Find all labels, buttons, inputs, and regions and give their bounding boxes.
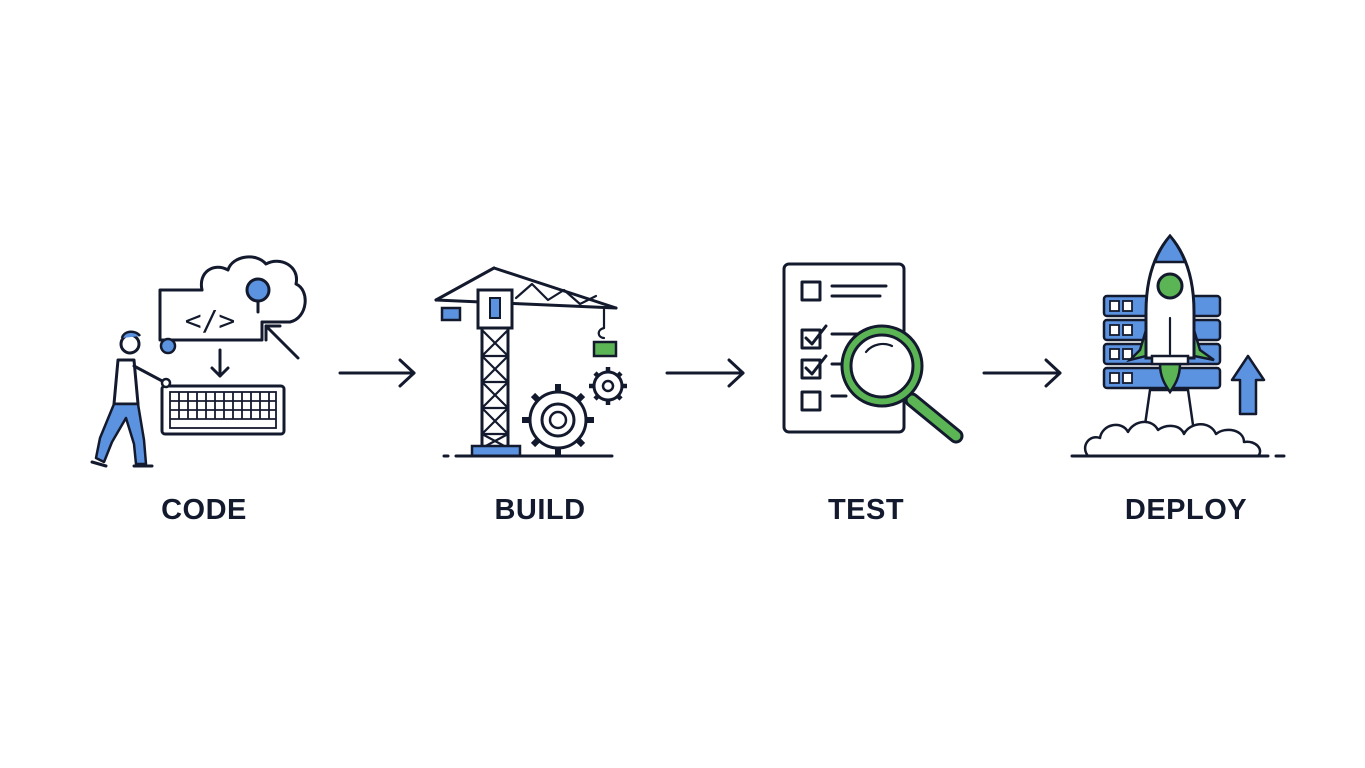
checklist-magnifier-icon: [782, 262, 964, 444]
crane-gears-icon: [434, 266, 627, 458]
developer-keyboard-cloud-icon: </>: [90, 255, 307, 468]
flow-arrow-build-to-test: [665, 358, 745, 388]
step-label-code: CODE: [161, 494, 247, 526]
step-label-deploy: DEPLOY: [1124, 494, 1248, 526]
step-label-test: TEST: [827, 494, 905, 526]
step-label-build: BUILD: [494, 494, 586, 526]
flow-arrow-test-to-deploy: [982, 358, 1062, 388]
flow-arrow-code-to-build: [338, 358, 416, 388]
rocket-servers-icon: [1070, 233, 1286, 458]
svg-text:</>: </>: [185, 304, 236, 337]
